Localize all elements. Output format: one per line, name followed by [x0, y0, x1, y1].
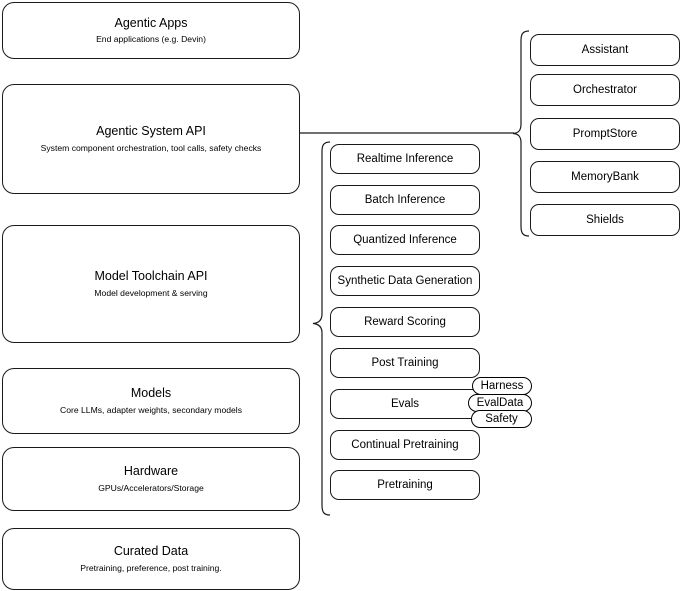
- component-shields[interactable]: Shields: [530, 204, 680, 236]
- component-orchestrator[interactable]: Orchestrator: [530, 74, 680, 106]
- layer-title: Models: [130, 386, 172, 401]
- layer-title: Hardware: [123, 464, 179, 479]
- badge-harness[interactable]: Harness: [472, 377, 532, 395]
- component-reward-scoring[interactable]: Reward Scoring: [330, 307, 480, 337]
- component-label: Realtime Inference: [356, 153, 454, 165]
- layer-title: Agentic System API: [96, 124, 206, 139]
- layer-subtitle: Model development & serving: [94, 287, 208, 298]
- badge-label: Harness: [480, 380, 524, 392]
- component-batch-inference[interactable]: Batch Inference: [330, 185, 480, 215]
- component-realtime-inference[interactable]: Realtime Inference: [330, 144, 480, 174]
- layer-agentic-apps[interactable]: Agentic Apps End applications (e.g. Devi…: [2, 2, 300, 59]
- component-label: Batch Inference: [364, 194, 446, 206]
- component-label: Post Training: [371, 357, 439, 369]
- component-memorybank[interactable]: MemoryBank: [530, 161, 680, 193]
- layer-subtitle: System component orchestration, tool cal…: [40, 142, 262, 153]
- component-continual-pretraining[interactable]: Continual Pretraining: [330, 430, 480, 460]
- component-label: Pretraining: [377, 479, 433, 491]
- component-promptstore[interactable]: PromptStore: [530, 118, 680, 150]
- component-label: Orchestrator: [573, 84, 637, 96]
- connector-system-api-to-components: [300, 126, 516, 140]
- badge-safety[interactable]: Safety: [471, 410, 532, 428]
- component-label: Synthetic Data Generation: [337, 275, 473, 287]
- component-label: MemoryBank: [571, 171, 639, 183]
- layer-subtitle: GPUs/Accelerators/Storage: [98, 482, 204, 493]
- brace-system-components: [512, 30, 532, 237]
- component-post-training[interactable]: Post Training: [330, 348, 480, 378]
- brace-toolchain-components: [312, 141, 332, 516]
- component-synthetic-data-generation[interactable]: Synthetic Data Generation: [330, 266, 480, 296]
- layer-model-toolchain-api[interactable]: Model Toolchain API Model development & …: [2, 225, 300, 343]
- component-label: Evals: [390, 398, 420, 410]
- component-evals[interactable]: Evals: [330, 389, 480, 419]
- component-assistant[interactable]: Assistant: [530, 34, 680, 66]
- layer-subtitle: Core LLMs, adapter weights, secondary mo…: [60, 404, 242, 415]
- component-label: Assistant: [581, 44, 629, 56]
- badge-label: EvalData: [476, 397, 524, 409]
- badge-evaldata[interactable]: EvalData: [468, 394, 532, 412]
- layer-title: Curated Data: [113, 544, 189, 559]
- component-pretraining[interactable]: Pretraining: [330, 470, 480, 500]
- layer-title: Agentic Apps: [114, 15, 188, 30]
- component-label: Continual Pretraining: [351, 439, 459, 451]
- layer-hardware[interactable]: Hardware GPUs/Accelerators/Storage: [2, 447, 300, 511]
- component-label: Reward Scoring: [364, 316, 446, 328]
- layer-title: Model Toolchain API: [94, 269, 208, 284]
- layer-subtitle: End applications (e.g. Devin): [96, 34, 206, 45]
- component-label: PromptStore: [572, 128, 638, 140]
- layer-models[interactable]: Models Core LLMs, adapter weights, secon…: [2, 368, 300, 434]
- layer-agentic-system-api[interactable]: Agentic System API System component orch…: [2, 84, 300, 194]
- badge-label: Safety: [485, 413, 518, 425]
- layer-subtitle: Pretraining, preference, post training.: [80, 562, 222, 573]
- component-quantized-inference[interactable]: Quantized Inference: [330, 225, 480, 255]
- component-label: Shields: [586, 214, 624, 226]
- layer-curated-data[interactable]: Curated Data Pretraining, preference, po…: [2, 528, 300, 590]
- component-label: Quantized Inference: [353, 234, 457, 246]
